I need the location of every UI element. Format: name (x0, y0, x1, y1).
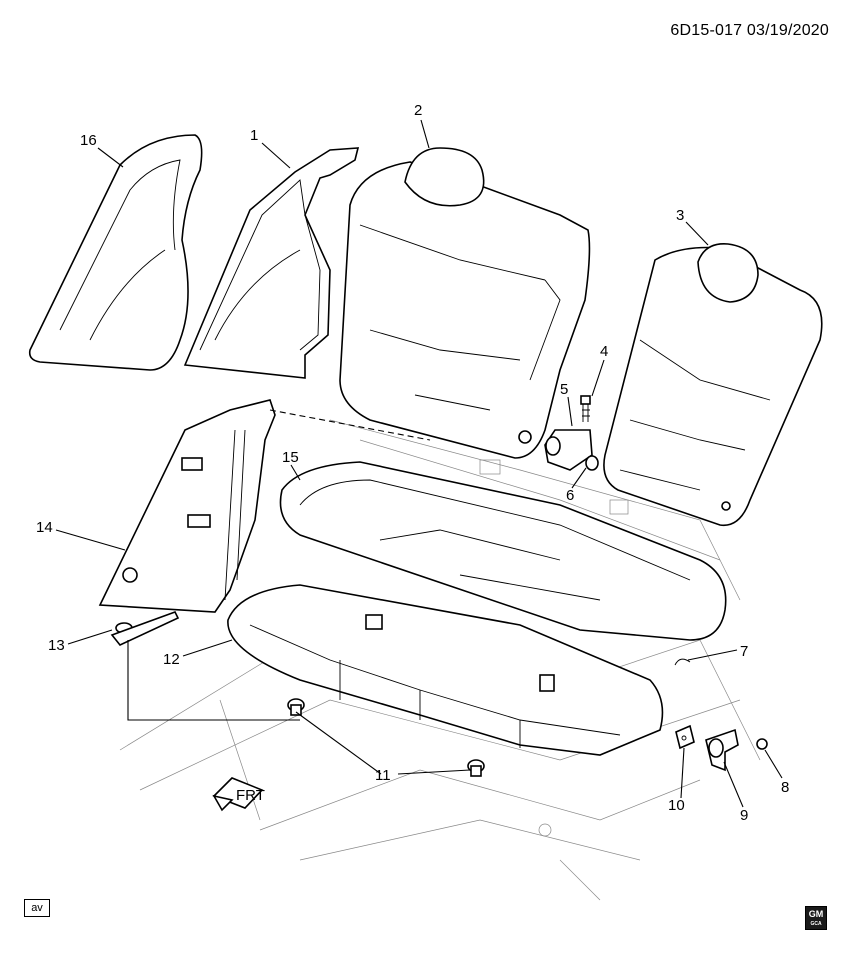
callout-7: 7 (740, 643, 748, 660)
seat-back-frame-part-1 (183, 147, 360, 379)
callout-6: 6 (566, 487, 574, 504)
gm-logo-subtext: GCA (810, 921, 822, 927)
nut-part-8 (756, 738, 768, 750)
side-bolster-part-14 (98, 399, 276, 613)
hinge-bracket-part-5 (544, 429, 593, 471)
cushion-frame-part-12 (227, 584, 664, 756)
seat-back-panel-part-16 (28, 134, 203, 371)
callout-16: 16 (80, 132, 97, 149)
callout-11: 11 (375, 767, 391, 784)
av-badge: av (24, 899, 50, 917)
callout-12: 12 (163, 651, 180, 668)
callout-5: 5 (560, 381, 568, 398)
front-direction-arrow: FRT (212, 777, 265, 812)
bolt-part-4 (580, 395, 591, 422)
latch-bracket-part-9 (705, 728, 739, 772)
leader-lines (55, 119, 783, 808)
grommet-part-11 (287, 698, 485, 777)
seat-back-part-3 (603, 243, 823, 527)
seat-cushion-part-15 (279, 461, 727, 641)
callout-9: 9 (740, 807, 748, 824)
callout-8: 8 (781, 779, 789, 796)
retainer-clip-part-7 (674, 658, 691, 666)
callout-1: 1 (250, 127, 258, 144)
bushing-part-6 (585, 455, 599, 471)
callout-4: 4 (600, 343, 608, 360)
callout-15: 15 (282, 449, 299, 466)
callout-14: 14 (36, 519, 53, 536)
gm-logo-text: GM (808, 909, 824, 919)
callout-2: 2 (414, 102, 422, 119)
gm-logo: GM GCA (805, 906, 827, 930)
clip-part-13 (110, 611, 180, 646)
callout-3: 3 (676, 207, 684, 224)
callout-labels: 16 1 2 3 4 5 6 7 8 9 10 11 12 13 14 15 (36, 102, 789, 824)
callout-13: 13 (48, 637, 65, 654)
plate-part-10 (675, 724, 695, 750)
callout-10: 10 (668, 797, 685, 814)
diagram-code: 6D15-017 03/19/2020 (670, 22, 829, 39)
seat-back-part-2 (339, 147, 591, 459)
direction-arrow-label: FRT (236, 787, 265, 804)
